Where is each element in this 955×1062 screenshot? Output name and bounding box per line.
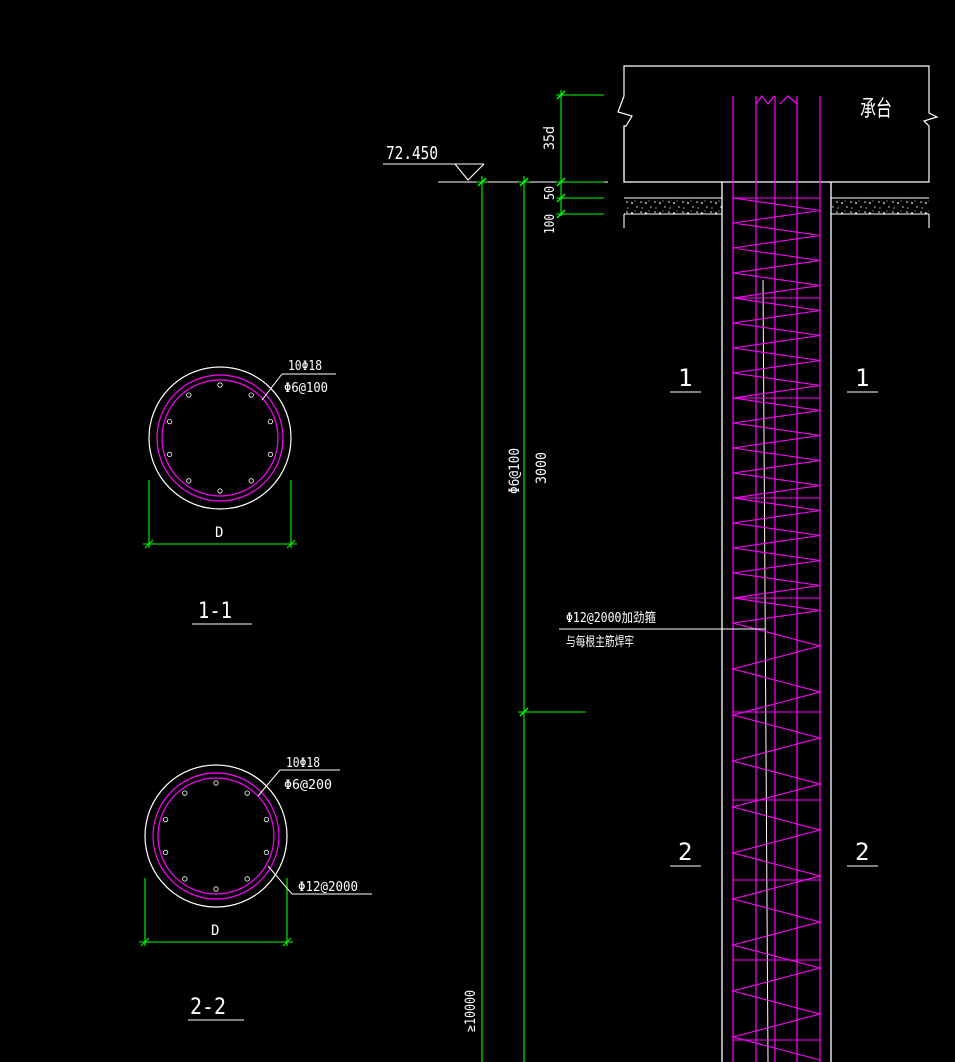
main-bar	[182, 790, 188, 796]
main-bar-dots	[163, 780, 269, 892]
main-bar	[217, 488, 223, 494]
main-bar	[248, 392, 254, 398]
main-bar	[213, 886, 219, 892]
main-bar	[263, 849, 269, 856]
main-bar	[163, 849, 169, 856]
section-cut-marks	[670, 391, 878, 867]
section-1-1-stirrups: Φ6@100	[284, 381, 328, 396]
dim-50: 50	[543, 186, 558, 200]
pile-cap	[617, 65, 939, 183]
elevation-text: 72.450	[386, 143, 438, 164]
pile-cap-label: 承台	[860, 97, 892, 122]
main-bar	[244, 790, 250, 796]
spiral-stirrups	[730, 197, 823, 1061]
main-bar-dots	[167, 382, 273, 494]
main-bar	[167, 418, 173, 425]
main-bar	[267, 451, 273, 457]
cushion-layer	[623, 197, 930, 228]
main-bar	[213, 780, 219, 786]
cut-1-left: 1	[678, 364, 692, 392]
section-2-2-title: 2-2	[190, 995, 226, 1020]
cut-2-right: 2	[855, 838, 869, 866]
main-bar	[217, 382, 223, 388]
elevation-mark	[383, 163, 608, 183]
stiffener-rings	[733, 197, 820, 1041]
dim-3000: 3000	[534, 452, 550, 484]
main-bar	[186, 392, 192, 398]
main-bar	[244, 876, 250, 882]
pile-outline	[721, 181, 832, 1062]
dimension-ticks	[477, 90, 566, 717]
section-2-2	[139, 764, 372, 1021]
section-2-2-main-bars: 10Φ18	[286, 756, 320, 771]
main-bar	[248, 478, 254, 484]
main-bar	[186, 478, 192, 484]
main-bar	[167, 451, 173, 457]
stirrup-dense-label: Φ6@100	[507, 448, 523, 494]
cut-1-right: 1	[855, 364, 869, 392]
section-1-1-diameter: D	[215, 525, 223, 541]
section-2-2-stiffener: Φ12@2000	[298, 880, 358, 895]
main-bar	[263, 816, 269, 823]
main-bar	[163, 816, 169, 823]
main-bar	[182, 876, 188, 882]
section-1-1	[143, 366, 336, 625]
spiral-stirrup-line	[730, 197, 823, 1061]
dim-min-length: ≥10000	[463, 990, 479, 1032]
section-1-1-main-bars: 10Φ18	[288, 359, 322, 374]
section-2-2-diameter: D	[211, 923, 219, 939]
stiffener-note-line1: Φ12@2000加劲箍	[566, 610, 656, 626]
section-1-1-title: 1-1	[198, 599, 232, 624]
cut-2-left: 2	[678, 838, 692, 866]
main-bar	[267, 418, 273, 425]
dim-35d: 35d	[542, 126, 558, 150]
stiffener-note-line2: 与每根主筋焊牢	[566, 634, 634, 650]
dimension-lines	[476, 90, 604, 1062]
section-2-2-stirrups: Φ6@200	[284, 778, 332, 793]
dim-100: 100	[543, 214, 558, 234]
